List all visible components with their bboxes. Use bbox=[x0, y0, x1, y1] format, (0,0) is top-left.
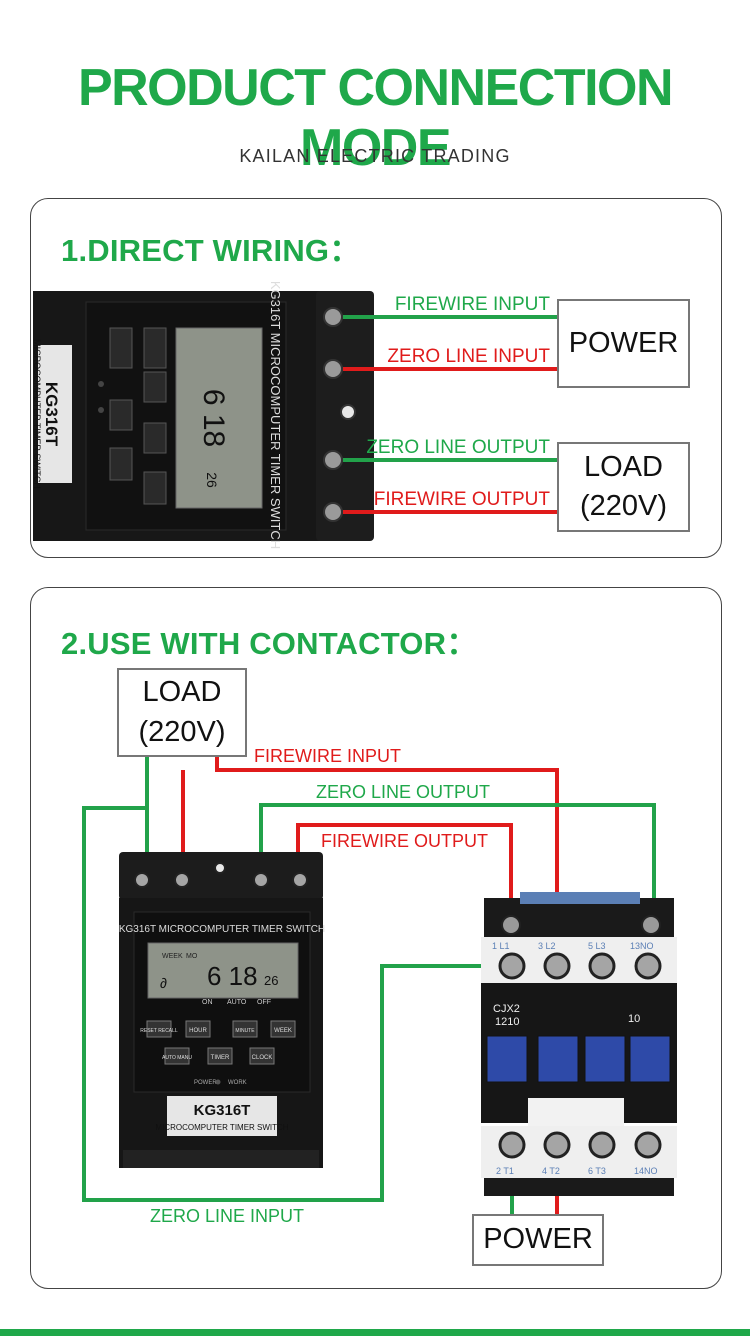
clock-button-label: CLOCK bbox=[252, 1055, 273, 1061]
p1-label-zero-line-input: ZERO LINE INPUT bbox=[387, 346, 550, 367]
timer-model-plate bbox=[167, 1096, 277, 1136]
lcd-off-label: OFF bbox=[257, 999, 271, 1006]
contactor-blue-cap bbox=[520, 892, 640, 904]
p2-label-firewire-output: FIREWIRE OUTPUT bbox=[321, 831, 488, 851]
contactor-model-1: CJX2 bbox=[493, 1003, 520, 1015]
timer-screw-4 bbox=[292, 872, 308, 888]
terminal-14-label: 14NO bbox=[634, 1166, 658, 1176]
p2-label-zero-line-output: ZERO LINE OUTPUT bbox=[316, 782, 490, 802]
p1-label-firewire-output: FIREWIRE OUTPUT bbox=[374, 489, 551, 510]
page-title: PRODUCT CONNECTION MODE bbox=[77, 59, 674, 177]
p1-power-label: POWER bbox=[568, 326, 679, 359]
contactor-code: 10 bbox=[628, 1013, 640, 1025]
timer-lcd bbox=[147, 942, 299, 999]
timer-screw-3 bbox=[253, 872, 269, 888]
timer-screw-2 bbox=[174, 872, 190, 888]
terminal-13-screw bbox=[634, 952, 662, 980]
contactor-title: 2.USE WITH CONTACTOR： bbox=[61, 626, 478, 661]
power-led-label: POWER bbox=[194, 1080, 217, 1086]
timer-device: KG316T MICROCOMPUTER TIMER SWITCH WEEK M… bbox=[119, 852, 325, 1168]
terminal-14-screw bbox=[634, 1131, 662, 1159]
terminal-13-label: 13NO bbox=[630, 941, 654, 951]
rotated-lcd-time: 6 18 bbox=[197, 389, 230, 447]
screw-4 bbox=[323, 502, 343, 522]
terminal-5-label: 5 L3 bbox=[588, 941, 606, 951]
work-led-label: WORK bbox=[228, 1080, 247, 1086]
terminal-3-screw bbox=[543, 952, 571, 980]
timer-model-text: KG316T bbox=[194, 1102, 251, 1119]
lcd-screen bbox=[175, 327, 263, 509]
auto-manu-button-label: AUTO MANU bbox=[162, 1055, 192, 1061]
screw-1 bbox=[323, 307, 343, 327]
bottom-accent-bar bbox=[0, 1329, 750, 1336]
rotated-lcd-seconds: 26 bbox=[204, 472, 220, 488]
lcd-auto-label: AUTO bbox=[227, 999, 247, 1006]
p2-label-zero-line-input: ZERO LINE INPUT bbox=[150, 1206, 304, 1226]
terminal-1-label: 1 L1 bbox=[492, 941, 510, 951]
contactor-panel: 2.USE WITH CONTACTOR： bbox=[30, 587, 722, 1289]
p1-load-label: LOAD bbox=[584, 450, 663, 483]
timer-terminal-block bbox=[119, 852, 323, 900]
p1-load-voltage: (220V) bbox=[579, 490, 668, 522]
hour-button bbox=[185, 1020, 211, 1038]
p2-power-box: POWER bbox=[472, 1214, 604, 1266]
terminal-3-label: 3 L2 bbox=[538, 941, 556, 951]
p2-zero-line-input-wire bbox=[82, 806, 512, 1202]
auto-manu-button bbox=[164, 1047, 190, 1065]
hour-button-label: HOUR bbox=[189, 1028, 207, 1034]
terminal-1-screw bbox=[498, 952, 526, 980]
timer-button bbox=[207, 1047, 233, 1065]
contactor-model-2: 1210 bbox=[495, 1016, 519, 1028]
model-plate bbox=[38, 345, 72, 483]
p2-load-voltage: (220V) bbox=[138, 715, 226, 748]
timer-led-hole bbox=[214, 862, 226, 874]
p1-power-box: POWER bbox=[557, 299, 690, 388]
terminal-4-label: 4 T2 bbox=[542, 1166, 560, 1176]
reset-button-label: RESET RECALL bbox=[140, 1028, 178, 1034]
timer-model-desc: MICROCOMPUTER TIMER SWITCH bbox=[155, 1123, 288, 1132]
contactor: 1 L1 3 L2 5 L3 13NO CJX2 1210 10 2 T1 4 … bbox=[481, 892, 677, 1196]
lcd-week-label: WEEK bbox=[162, 953, 183, 960]
terminal-4-screw bbox=[543, 1131, 571, 1159]
screw-2 bbox=[323, 359, 343, 379]
timer-name: KG316T MICROCOMPUTER TIMER SWITCH bbox=[119, 924, 325, 935]
week-button bbox=[270, 1020, 296, 1038]
p2-firewire-input-wire bbox=[215, 757, 559, 966]
terminal-5-screw bbox=[588, 952, 616, 980]
terminal-6-screw bbox=[588, 1131, 616, 1159]
rotated-model: KG316T bbox=[42, 382, 61, 447]
p2-load-box: LOAD (220V) bbox=[117, 668, 247, 757]
rotated-timer-name: KG316T MICROCOMPUTER TIMER SWITCH bbox=[268, 281, 283, 549]
terminal-2-screw bbox=[498, 1131, 526, 1159]
rotated-model-desc: MICROCOMPUTER TIMER SWITCH bbox=[32, 339, 42, 489]
clock-button bbox=[249, 1047, 275, 1065]
p2-label-firewire-input: FIREWIRE INPUT bbox=[254, 746, 401, 766]
page-subtitle: KAILAN ELECTRIC TRADING bbox=[239, 146, 511, 166]
p1-load-box: LOAD (220V) bbox=[557, 442, 690, 532]
led-hole bbox=[340, 404, 356, 420]
svg-text:∂: ∂ bbox=[160, 975, 167, 991]
lcd-mo-label: MO bbox=[186, 953, 198, 960]
minute-button-label: MINUTE bbox=[235, 1028, 255, 1034]
p1-label-firewire-input: FIREWIRE INPUT bbox=[395, 294, 551, 315]
week-button-label: WEEK bbox=[274, 1028, 292, 1034]
p2-zero-line-output-wire bbox=[259, 803, 656, 930]
terminal-2-label: 2 T1 bbox=[496, 1166, 514, 1176]
p2-load-label: LOAD bbox=[142, 676, 222, 709]
reset-button bbox=[146, 1020, 172, 1038]
p1-label-zero-line-output: ZERO LINE OUTPUT bbox=[366, 437, 550, 458]
timer-device-rotated bbox=[33, 291, 374, 541]
minute-button bbox=[232, 1020, 258, 1038]
screw-3 bbox=[323, 450, 343, 470]
timer-button-label: TIMER bbox=[211, 1055, 230, 1061]
timer-screw-1 bbox=[134, 872, 150, 888]
power-led bbox=[215, 1079, 221, 1085]
lcd-on-label: ON bbox=[202, 999, 213, 1006]
terminal-6-label: 6 T3 bbox=[588, 1166, 606, 1176]
lcd-time: 6 18 bbox=[207, 961, 258, 991]
p2-power-label: POWER bbox=[483, 1223, 593, 1256]
lcd-seconds: 26 bbox=[264, 973, 278, 988]
direct-wiring-title: 1.DIRECT WIRING： bbox=[61, 233, 361, 268]
